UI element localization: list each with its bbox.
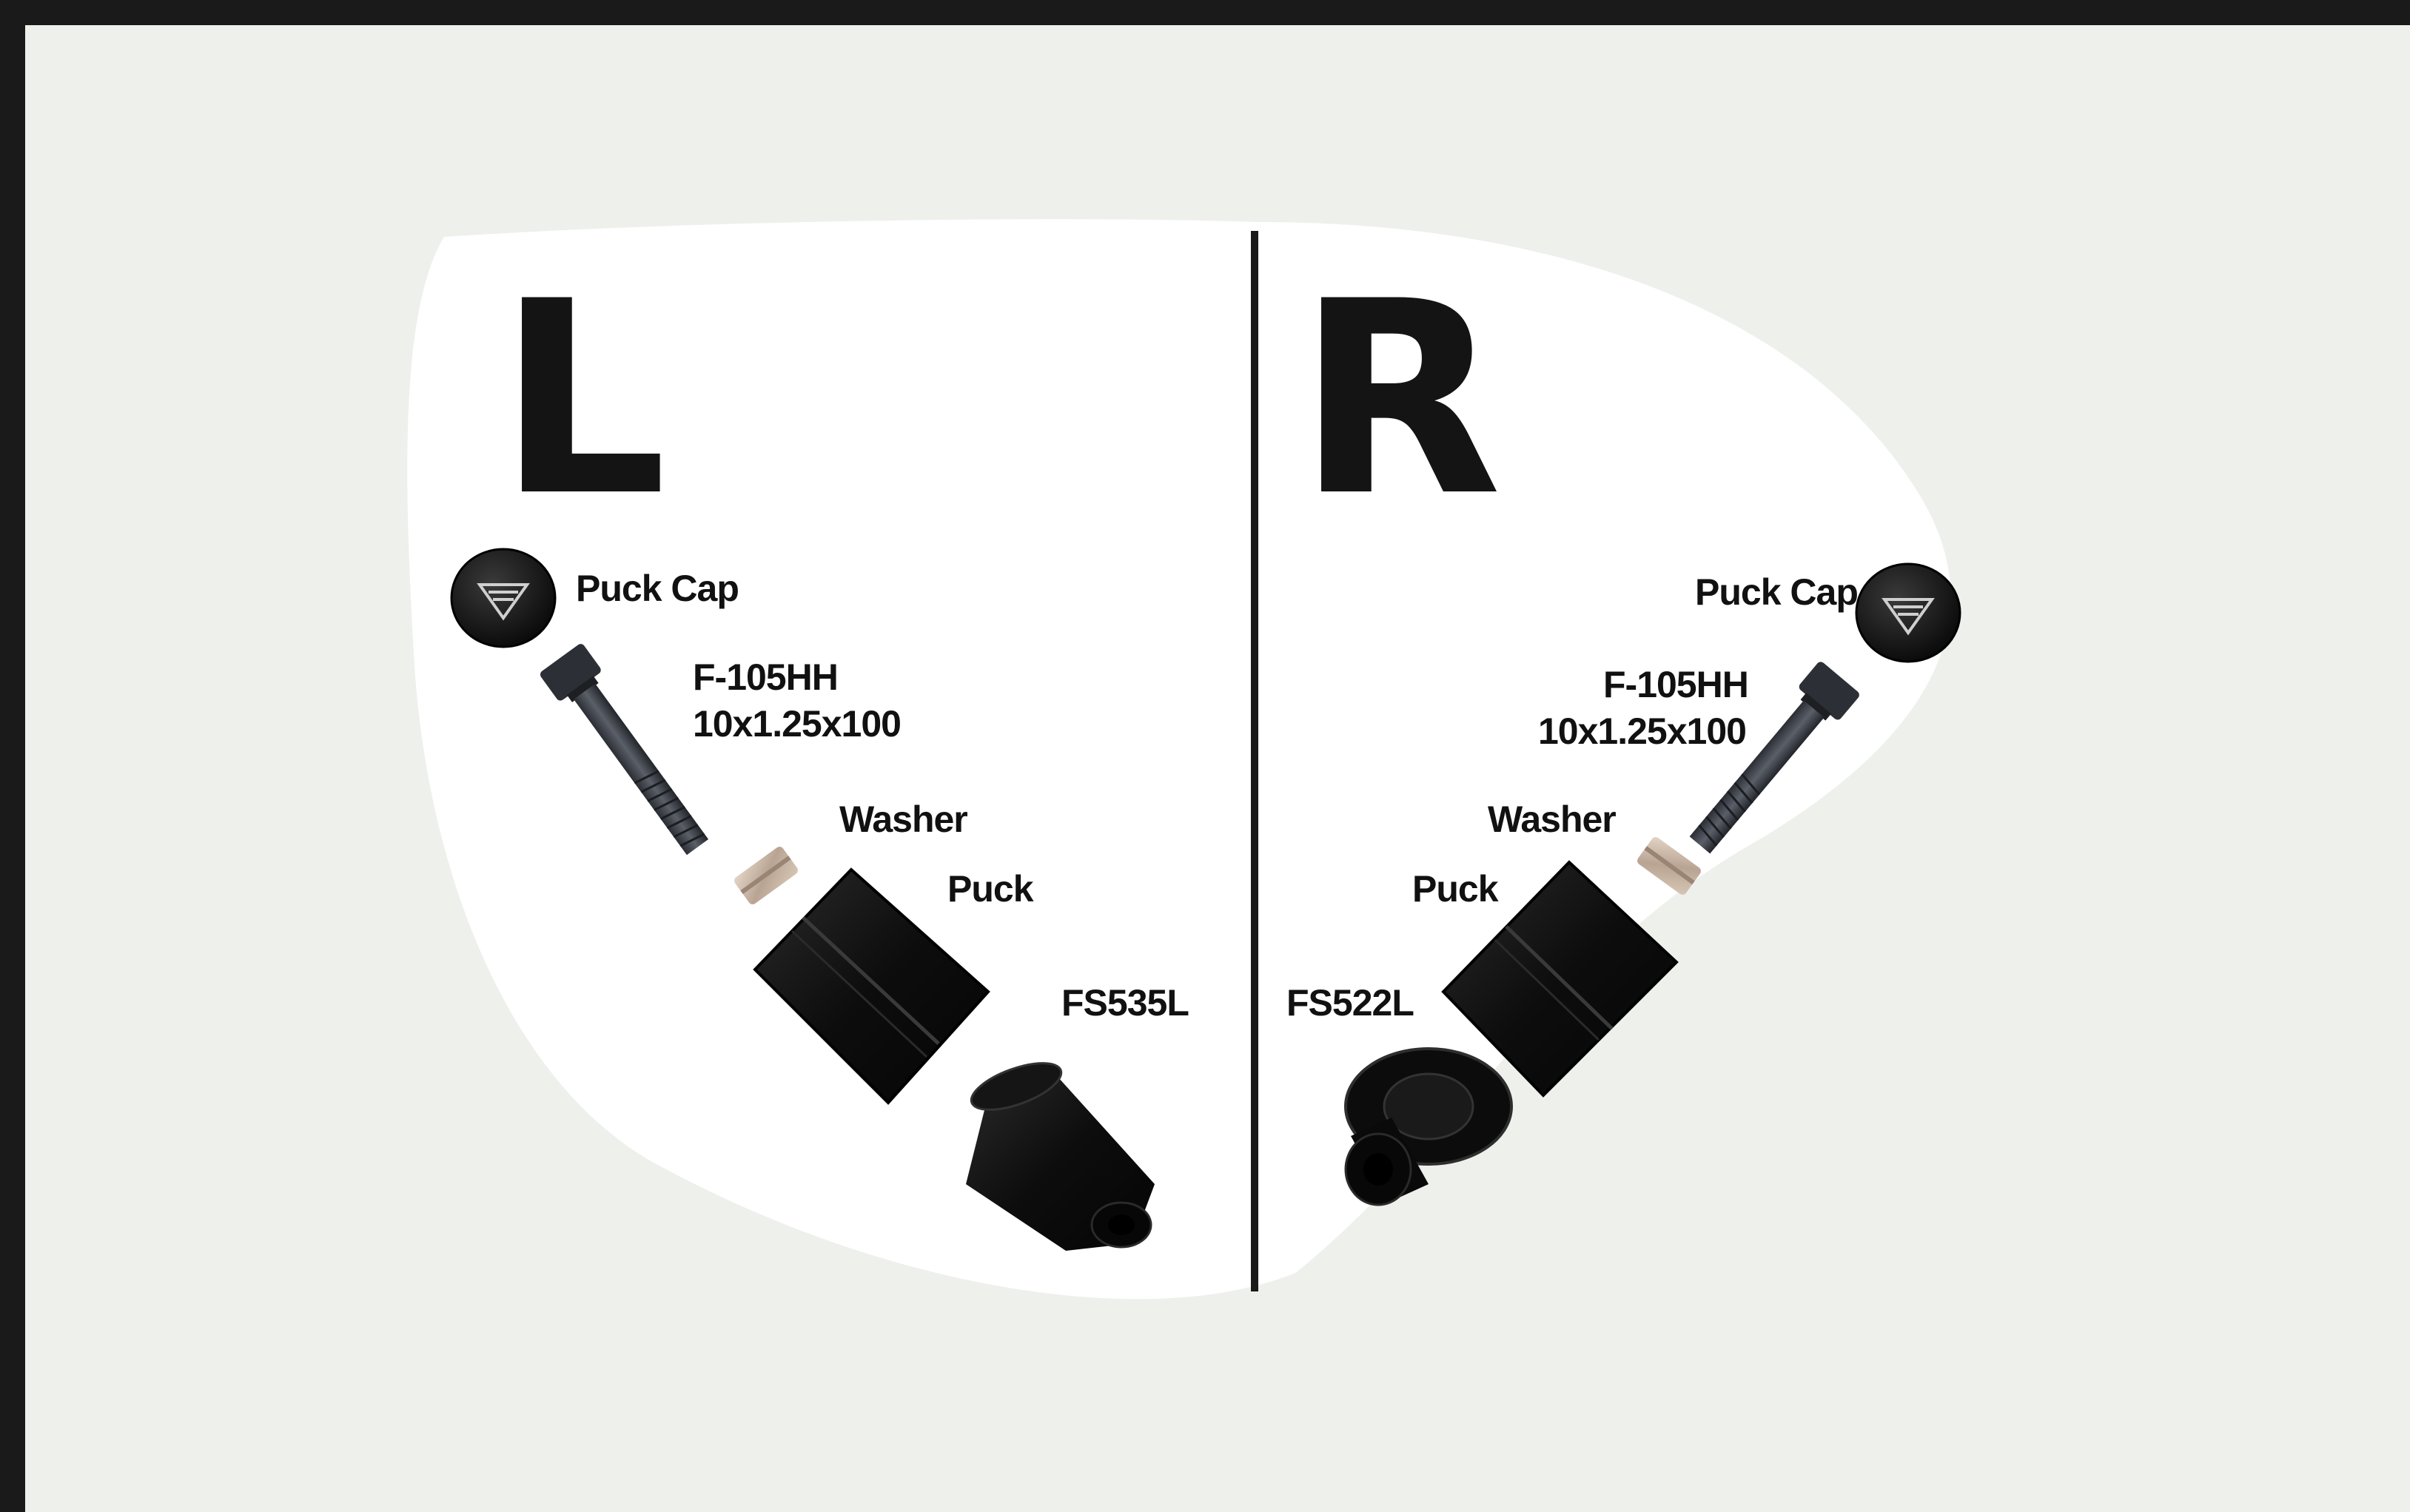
left-side-letter: L [497, 266, 667, 533]
right-side-letter: R [1297, 266, 1502, 533]
left-puck-label: Puck [947, 870, 1033, 907]
left-bolt-name-label: F-105HH [693, 659, 838, 696]
right-puck-cap-label: Puck Cap [1695, 574, 1858, 611]
left-puck-cap-label: Puck Cap [576, 570, 739, 607]
right-adapter-fs522l-icon [1346, 1049, 1511, 1205]
right-puck-cap-icon [1856, 564, 1960, 662]
right-washer-label: Washer [1488, 801, 1616, 838]
right-puck-label: Puck [1412, 870, 1498, 907]
left-bolt-spec-label: 10x1.25x100 [693, 705, 901, 742]
left-puck-cap-icon [452, 549, 555, 647]
right-bolt-spec-label: 10x1.25x100 [1538, 713, 1746, 750]
right-adapter-label: FS522L [1286, 984, 1414, 1021]
left-adapter-label: FS535L [1061, 984, 1189, 1021]
right-bolt-name-label: F-105HH [1603, 666, 1748, 703]
left-washer-label: Washer [839, 801, 967, 838]
